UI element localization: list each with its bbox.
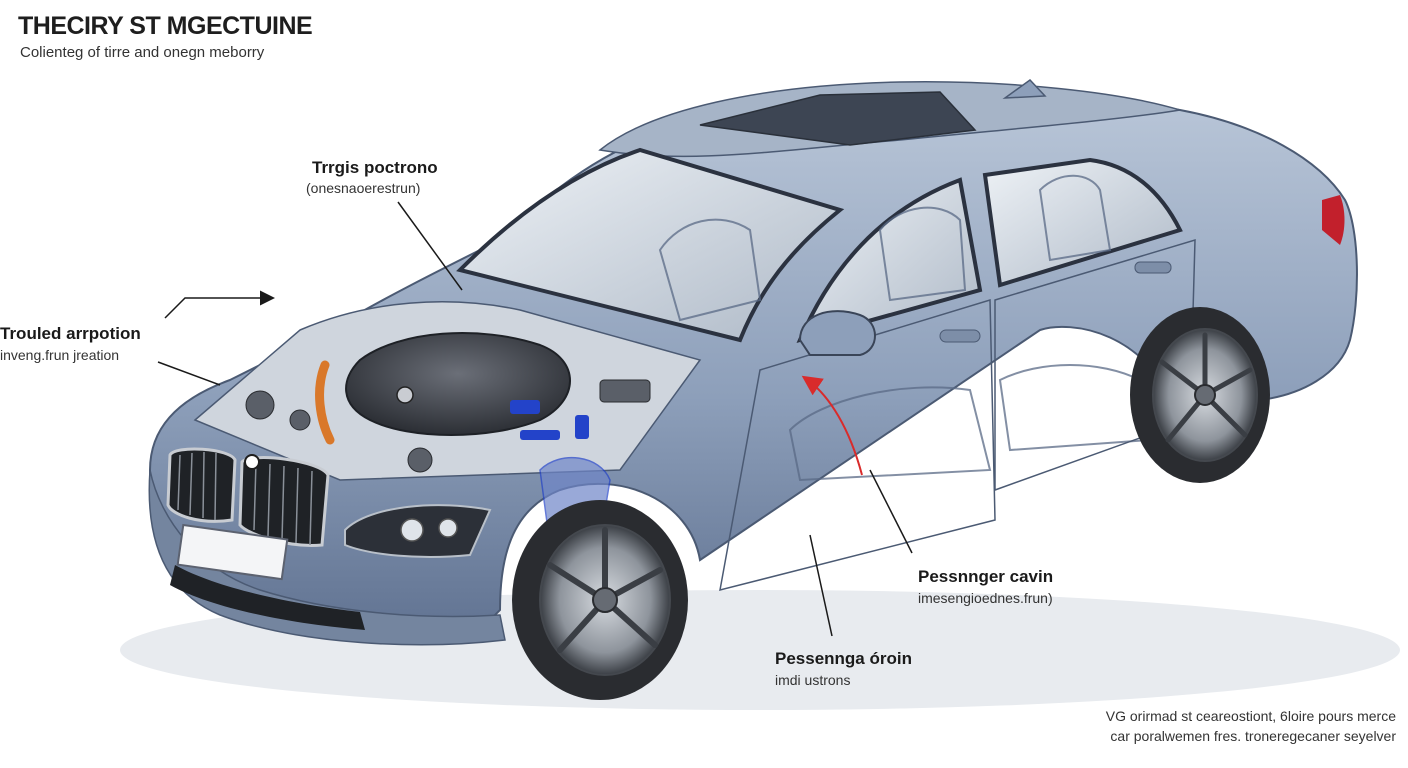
callout-left-sub: inveng.frun jreation	[0, 347, 120, 363]
callout-bottom-sub: imdi ustrons	[775, 672, 851, 688]
callout-top-sub: (onesnaoerestrun)	[306, 180, 421, 196]
footnote-line-2: car poralwemen fres. troneregecaner seye…	[1110, 728, 1396, 744]
front-door	[719, 298, 996, 592]
engine-blue-components	[510, 400, 589, 440]
shark-fin-antenna	[1002, 79, 1047, 99]
engine-cover	[345, 332, 571, 436]
engine-details	[245, 379, 651, 473]
front-side-window	[796, 177, 983, 344]
intake-pipe	[315, 360, 335, 445]
footnote-line-1: VG orirmad st ceareostiont, 6loire pours…	[1105, 708, 1396, 724]
sunroof	[699, 91, 977, 146]
lower-intake	[170, 565, 365, 630]
side-mirror	[798, 310, 876, 356]
diagram-subtitle: Colienteg of tirre and onegn meborry	[20, 44, 265, 61]
brand-emblem	[244, 454, 260, 470]
callout-bottom-title: Pessennga óroin	[775, 649, 912, 668]
callout-right-title: Pessnnger cavin	[918, 567, 1054, 586]
door-handle-rear	[1134, 261, 1172, 274]
headlight-projector-2	[438, 518, 458, 538]
leader-left-arrow	[164, 290, 275, 319]
front-grille	[166, 447, 330, 547]
callout-top-title: Trrgis poctrono	[312, 158, 438, 177]
front-wheel	[512, 500, 688, 700]
tail-light	[1322, 195, 1345, 245]
footnote: VG orirmad st ceareostiont, 6loire pours…	[1106, 706, 1396, 746]
leader-top	[397, 201, 463, 291]
leader-left	[157, 361, 221, 386]
license-plate	[176, 523, 289, 581]
leader-right	[869, 469, 913, 554]
door-handle-front	[939, 329, 981, 343]
callout-right-sub: imesengioednes.frun)	[918, 590, 1053, 606]
leader-bottom	[809, 534, 833, 637]
rear-side-window	[982, 157, 1183, 288]
headlight-projector	[400, 518, 424, 542]
pointer-red	[801, 375, 863, 476]
diagram-title: THECIRY ST MGECTUINE	[18, 12, 313, 40]
rear-wheel	[1130, 307, 1270, 483]
callout-left-title: Trouled arrpotion	[0, 324, 141, 343]
engine-logo	[396, 386, 414, 404]
